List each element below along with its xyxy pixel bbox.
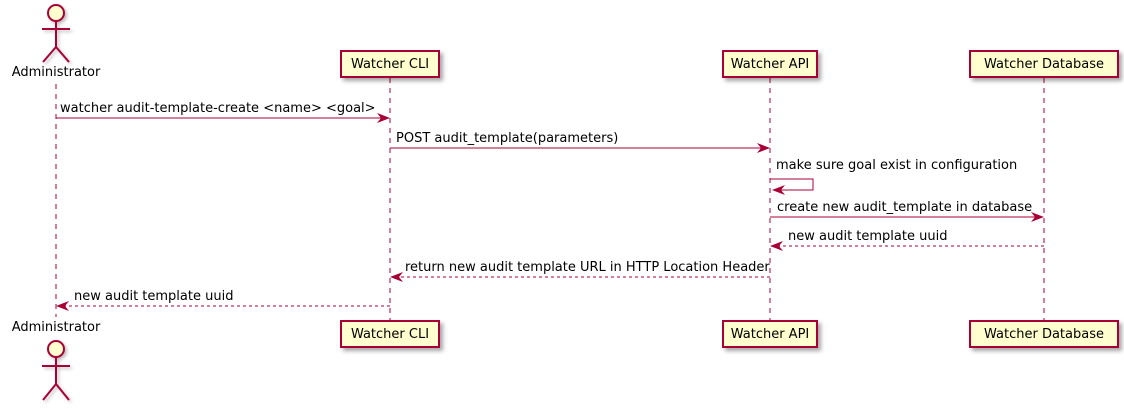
message-label-3: make sure goal exist in configuration [776,158,1018,173]
self-message-arrow [770,178,814,195]
participant-box-watcher-cli-top: Watcher CLI [340,50,440,78]
message-label-4: create new audit_template in database [777,200,1033,215]
actor-stick-figure-icon-top [42,4,70,63]
message-label-5: new audit template uuid [788,229,948,244]
actor-label-bottom: Administrator [11,320,101,335]
message-label-6: return new audit template URL in HTTP Lo… [405,260,770,275]
participant-box-watcher-api-bottom: Watcher API [722,320,818,348]
actor-stick-figure-icon-bottom [42,340,70,401]
actor-label-top: Administrator [11,65,101,80]
participant-box-watcher-cli-bottom: Watcher CLI [340,320,440,348]
participant-box-watcher-api-top: Watcher API [722,50,818,78]
participant-box-watcher-database-bottom: Watcher Database [969,320,1119,348]
message-label-2: POST audit_template(parameters) [396,131,619,146]
message-label-7: new audit template uuid [74,289,234,304]
participant-box-watcher-database-top: Watcher Database [969,50,1119,78]
message-label-1: watcher audit-template-create <name> <go… [60,101,376,116]
